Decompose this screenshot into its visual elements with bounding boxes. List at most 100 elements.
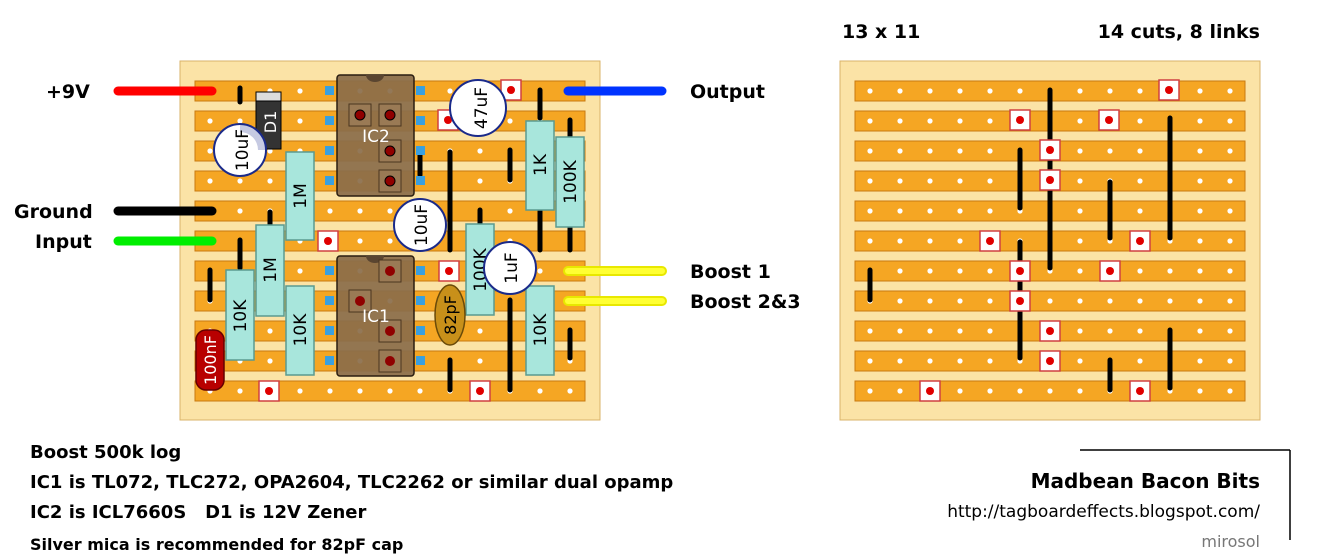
strip-hole [987, 358, 993, 364]
strip-hole [957, 208, 963, 214]
strip-hole [927, 208, 933, 214]
strip-hole [1077, 358, 1083, 364]
strip-hole [1227, 178, 1233, 184]
strip-hole [387, 238, 393, 244]
strip-hole [1077, 118, 1083, 124]
resistor-100k-a [555, 136, 585, 228]
r10k-a-label: 10K [231, 299, 251, 333]
d1-label: D1 [261, 111, 280, 134]
strip-hole [297, 118, 303, 124]
resistor-1m-a [285, 151, 315, 241]
resistors [225, 120, 585, 376]
credits-author: mirosol [1201, 532, 1260, 551]
strip-hole [1197, 298, 1203, 304]
strip-hole [987, 208, 993, 214]
c82pf-label: 82pF [441, 295, 460, 335]
strip-hole [537, 388, 543, 394]
note-silver-mica: Silver mica is recommended for 82pF cap [30, 535, 403, 554]
strip-hole [867, 388, 873, 394]
strip-hole [1077, 238, 1083, 244]
strip-hole [207, 148, 213, 154]
strip-hole [477, 148, 483, 154]
r1k-label: 1K [531, 153, 551, 176]
strip-hole [867, 178, 873, 184]
strip-hole [1107, 328, 1113, 334]
strip-hole [867, 358, 873, 364]
strip-hole [897, 178, 903, 184]
c100nf-label: 100nF [201, 335, 220, 385]
strip-hole [1227, 298, 1233, 304]
strip-hole [207, 118, 213, 124]
strip-hole [1137, 268, 1143, 274]
strip-hole [327, 388, 333, 394]
strip-hole [987, 118, 993, 124]
strip-hole [897, 358, 903, 364]
strip-hole [1137, 88, 1143, 94]
strip-hole [897, 268, 903, 274]
strip-hole [1227, 148, 1233, 154]
r1m-b-label: 1M [261, 257, 281, 282]
r10k-c-label: 10K [531, 313, 551, 347]
strip-hole [1047, 388, 1053, 394]
resistor-10k-b [285, 285, 315, 376]
strip-hole [987, 298, 993, 304]
r1m-a-label: 1M [291, 183, 311, 208]
credits-block: Madbean Bacon Bits http://tagboardeffect… [947, 449, 1291, 551]
strip-hole [1227, 268, 1233, 274]
strip-hole [927, 268, 933, 274]
label-output: Output [690, 81, 765, 103]
cap-1uf: 1uF [483, 241, 537, 295]
strip-hole [1197, 238, 1203, 244]
strip-hole [1197, 328, 1203, 334]
strip-hole [1167, 268, 1173, 274]
note-boost-pot: Boost 500k log [30, 442, 181, 463]
strip-hole [957, 238, 963, 244]
cap-82pf: 82pF [434, 284, 466, 346]
resistor-1m-b [255, 224, 285, 317]
strip-hole [867, 328, 873, 334]
strip-hole [1077, 328, 1083, 334]
strip-hole [1197, 88, 1203, 94]
strip-hole [267, 148, 273, 154]
resistor-labels: 1M 1M 1K 100K 100K 10K 10K 10K [231, 153, 581, 346]
strip-hole [207, 178, 213, 184]
ic1-label: IC1 [362, 307, 390, 327]
cuts-left [258, 79, 522, 402]
credits-url[interactable]: http://tagboardeffects.blogspot.com/ [947, 502, 1260, 522]
strip-hole [1197, 388, 1203, 394]
cap-10uf-b: 10uF [393, 198, 447, 252]
strip-hole [1197, 268, 1203, 274]
label-9v: +9V [46, 81, 90, 103]
c1uf-label: 1uF [502, 252, 522, 283]
label-boost-23: Boost 2&3 [690, 291, 801, 313]
strip-hole [1107, 298, 1113, 304]
strip-hole [897, 328, 903, 334]
strip-hole [507, 118, 513, 124]
cap-10uf-a: 10uF [213, 123, 267, 177]
label-input: Input [35, 231, 92, 253]
strip-hole [867, 238, 873, 244]
strip-hole [1227, 328, 1233, 334]
strip-hole [237, 178, 243, 184]
strip-hole [1077, 298, 1083, 304]
r100k-a-label: 100K [561, 159, 581, 203]
strip-hole [927, 358, 933, 364]
strip-hole [957, 388, 963, 394]
strip-hole [927, 238, 933, 244]
ic-pins [325, 86, 425, 365]
strip-hole [897, 208, 903, 214]
strip-hole [957, 148, 963, 154]
strip-hole [927, 328, 933, 334]
strip-hole [267, 358, 273, 364]
strip-hole [1077, 148, 1083, 154]
strip-hole [897, 118, 903, 124]
strip-hole [357, 388, 363, 394]
strip-hole [1137, 358, 1143, 364]
strip-hole [897, 238, 903, 244]
strip-hole [477, 328, 483, 334]
strip-hole [1197, 148, 1203, 154]
strip-hole [987, 268, 993, 274]
strip-hole [1077, 88, 1083, 94]
cuts-right [919, 79, 1180, 402]
credits-title: Madbean Bacon Bits [1031, 469, 1260, 493]
